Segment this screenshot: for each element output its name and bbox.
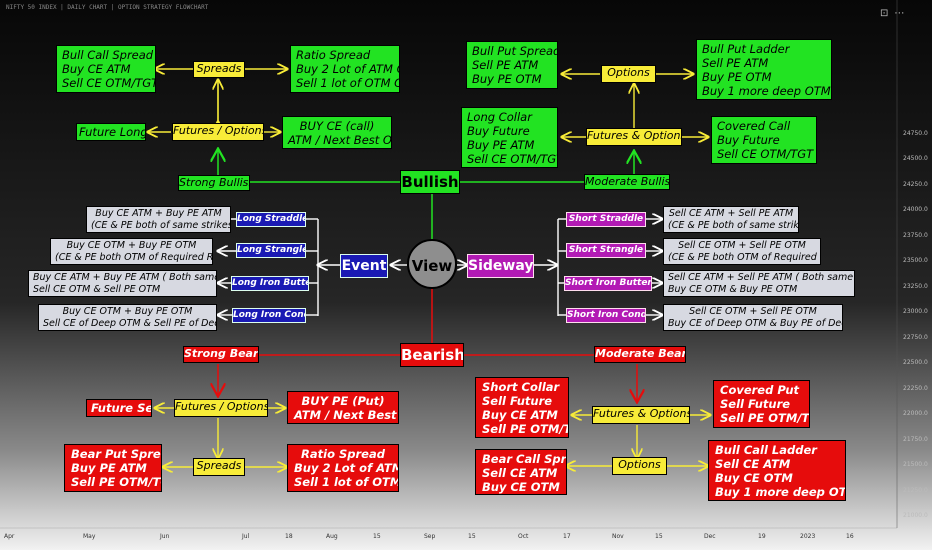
- view-circle: View: [407, 239, 457, 289]
- chart-header: NIFTY 50 INDEX | DAILY CHART | OPTION ST…: [6, 4, 209, 11]
- x-tick: Jun: [160, 533, 170, 540]
- y-tick: 22000.0: [903, 410, 928, 417]
- bear-call-spread-box: Bear Call Spread Sell CE ATM Buy CE OTM: [475, 449, 567, 495]
- y-tick: 24000.0: [903, 206, 928, 213]
- y-tick: 22250.0: [903, 385, 928, 392]
- y-tick: 21250.0: [903, 487, 928, 494]
- x-tick: Apr: [4, 533, 15, 540]
- moderate-bullish-label: Moderate Bullish: [584, 174, 670, 190]
- future-sell-box: Future Sell: [86, 399, 152, 417]
- long-strangle-desc: Buy CE OTM + Buy PE OTM (CE & PE both OT…: [50, 238, 213, 265]
- bear-spreads-label: Spreads: [193, 458, 245, 476]
- x-tick: 18: [285, 533, 293, 540]
- x-tick: Nov: [612, 533, 624, 540]
- x-tick: Dec: [704, 533, 716, 540]
- short-strangle-desc: Sell CE OTM + Sell PE OTM (CE & PE both …: [663, 238, 821, 265]
- y-tick: 21750.0: [903, 436, 928, 443]
- covered-put-box: Covered Put Sell Future Sell PE OTM/TGT: [713, 380, 810, 428]
- bear-ratio-spread-box: Ratio Spread Buy 2 Lot of ATM PE Sell 1 …: [287, 444, 399, 492]
- y-tick: 23250.0: [903, 283, 928, 290]
- bearish-label: Bearish: [400, 343, 464, 367]
- bull-put-ladder-box: Bull Put Ladder Sell PE ATM Buy PE OTM B…: [696, 39, 832, 100]
- short-straddle-desc: Sell CE ATM + Sell PE ATM (CE & PE both …: [663, 206, 799, 233]
- x-tick: 2023: [800, 533, 816, 540]
- bull-futures-and-options-label: Futures & Options: [586, 128, 682, 146]
- buy-pe-box: BUY PE (Put) ATM / Next Best OTM: [287, 391, 399, 424]
- sideways-label: Sideways: [467, 254, 534, 278]
- x-tick: 15: [468, 533, 476, 540]
- bull-futures-options-label: Futures / Options: [172, 123, 264, 141]
- bull-put-spread-box: Bull Put Spread Sell PE ATM Buy PE OTM: [466, 41, 558, 89]
- x-tick: Jul: [242, 533, 250, 540]
- event-label: Event: [340, 254, 388, 278]
- x-tick: 16: [846, 533, 854, 540]
- long-iron-butterfly-desc: Buy CE ATM + Buy PE ATM ( Both same stri…: [28, 270, 217, 297]
- y-tick: 22750.0: [903, 334, 928, 341]
- y-tick: 24750.0: [903, 130, 928, 137]
- y-tick: 23000.0: [903, 308, 928, 315]
- short-iron-condor-desc: Sell CE OTM + Sell PE OTM Buy CE of Deep…: [663, 304, 843, 331]
- strong-bearish-label: Strong Bearish: [183, 346, 259, 363]
- short-iron-butterfly-desc: Sell CE ATM + Sell PE ATM ( Both same st…: [663, 270, 855, 297]
- bear-put-spread-box: Bear Put Spread Buy PE ATM Sell PE OTM/T…: [64, 444, 162, 492]
- toolbar-icons[interactable]: ⊡⋯: [880, 8, 911, 19]
- long-iron-condor-label: Long Iron Condor: [232, 308, 306, 323]
- y-tick: 24500.0: [903, 155, 928, 162]
- y-tick: 21000.0: [903, 512, 928, 519]
- y-tick: 23500.0: [903, 257, 928, 264]
- bear-options-label: Options: [612, 457, 667, 475]
- x-tick: May: [83, 533, 96, 540]
- short-collar-box: Short Collar Sell Future Buy CE ATM Sell…: [475, 377, 569, 438]
- x-tick: 15: [655, 533, 663, 540]
- short-strangle-label: Short Strangle: [566, 243, 646, 258]
- bear-futures-and-options-label: Futures & Options: [592, 406, 690, 424]
- long-strangle-label: Long Strangle: [236, 243, 306, 258]
- y-tick: 21500.0: [903, 461, 928, 468]
- long-iron-condor-desc: Buy CE OTM + Buy PE OTM Sell CE of Deep …: [38, 304, 217, 331]
- x-tick: Aug: [326, 533, 338, 540]
- covered-call-box: Covered Call Buy Future Sell CE OTM/TGT: [711, 116, 817, 164]
- bullish-label: Bullish: [400, 170, 460, 194]
- x-tick: 17: [563, 533, 571, 540]
- strong-bullish-label: Strong Bullish: [178, 175, 250, 191]
- x-tick: Sep: [424, 533, 436, 540]
- y-tick: 24250.0: [903, 181, 928, 188]
- moderate-bearish-label: Moderate Bearish: [594, 346, 686, 363]
- future-long-box: Future Long: [76, 123, 146, 141]
- bear-futures-options-label: Futures / Options: [174, 399, 268, 417]
- y-tick: 23750.0: [903, 232, 928, 239]
- x-tick: Oct: [518, 533, 529, 540]
- x-tick: 19: [758, 533, 766, 540]
- long-iron-butterfly-label: Long Iron Butterfly: [231, 276, 309, 291]
- short-straddle-label: Short Straddle: [566, 212, 646, 227]
- y-tick: 22500.0: [903, 359, 928, 366]
- long-straddle-label: Long Straddle: [236, 212, 306, 227]
- short-iron-condor-label: Short Iron Condor: [566, 308, 646, 323]
- buy-ce-box: BUY CE (call) ATM / Next Best OTM: [282, 116, 392, 149]
- bull-call-spread-box: Bull Call Spread Buy CE ATM Sell CE OTM/…: [56, 45, 156, 93]
- bull-ratio-spread-box: Ratio Spread Buy 2 Lot of ATM CE Sell 1 …: [290, 45, 400, 93]
- short-iron-butterfly-label: Short Iron Butterfly: [564, 276, 652, 291]
- bull-options-label: Options: [601, 65, 656, 83]
- long-straddle-desc: Buy CE ATM + Buy PE ATM (CE & PE both of…: [86, 206, 231, 233]
- long-collar-box: Long Collar Buy Future Buy PE ATM Sell C…: [461, 107, 558, 168]
- x-tick: 15: [373, 533, 381, 540]
- bull-call-ladder-box: Bull Call Ladder Sell CE ATM Buy CE OTM …: [708, 440, 846, 501]
- bull-spreads-label: Spreads: [193, 61, 245, 78]
